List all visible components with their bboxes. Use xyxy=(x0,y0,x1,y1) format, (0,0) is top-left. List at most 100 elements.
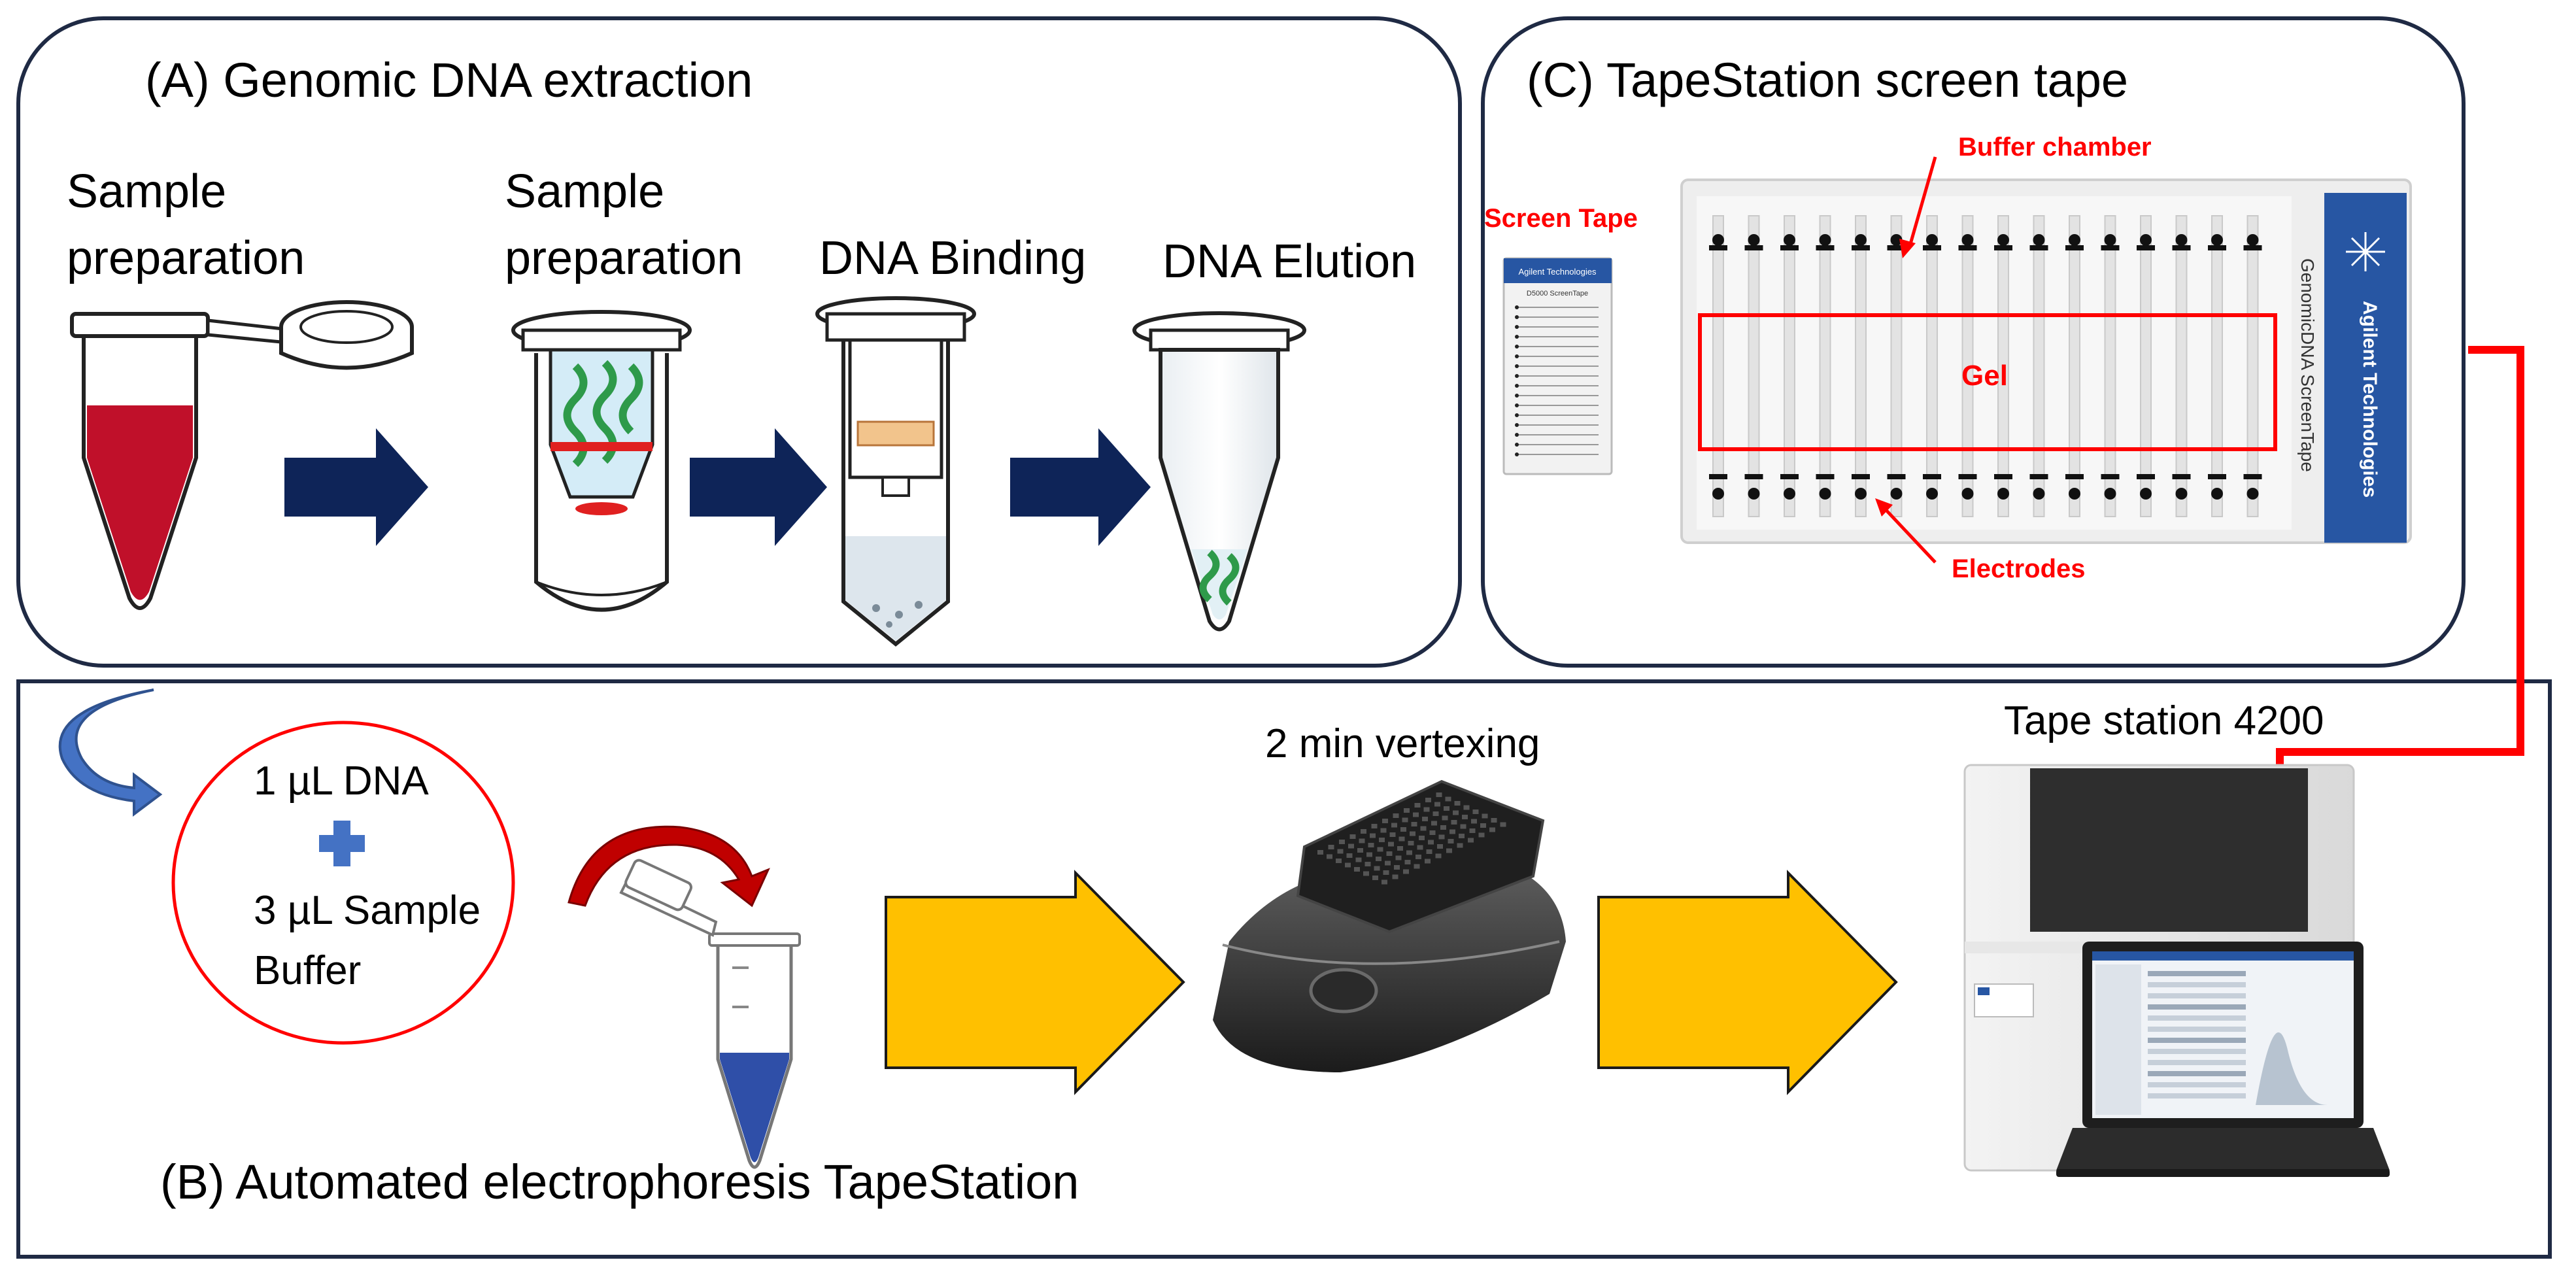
rack-hole xyxy=(1349,834,1356,839)
big-tape-lanes xyxy=(1709,215,2262,517)
buffer-well-icon xyxy=(2140,234,2152,246)
rack-hole xyxy=(1317,850,1323,855)
buffer-chamber-bar xyxy=(2172,245,2191,250)
instrument-label: Tape station 4200 xyxy=(2004,698,2324,743)
electrode-bar xyxy=(2137,474,2155,479)
panel-b-title: (B) Automated electrophoresis TapeStatio… xyxy=(160,1155,1079,1209)
screen-row xyxy=(2148,982,2246,987)
rack-hole xyxy=(1413,812,1419,817)
electrode-bar xyxy=(1780,474,1799,479)
small-well-icon xyxy=(1515,413,1519,417)
electrode-bar xyxy=(2172,474,2191,479)
rack-hole xyxy=(1463,805,1470,810)
electrode-icon xyxy=(2246,488,2259,500)
electrode-bar xyxy=(2101,474,2120,479)
rack-hole xyxy=(1448,839,1454,843)
rack-hole xyxy=(1337,849,1344,854)
rack-hole xyxy=(1348,843,1354,849)
small-well-icon xyxy=(1515,443,1519,447)
rack-hole xyxy=(1355,857,1362,862)
small-well-icon xyxy=(1515,374,1519,378)
lane xyxy=(2140,215,2152,517)
screen-row xyxy=(2148,1015,2246,1021)
gel-label: Gel xyxy=(1961,360,2008,392)
lane xyxy=(2211,215,2223,517)
buffer-well-icon xyxy=(1819,234,1831,246)
rack-hole xyxy=(1411,822,1417,826)
small-well-icon xyxy=(1515,345,1519,349)
rack-hole xyxy=(1346,853,1353,858)
lane xyxy=(1855,215,1867,517)
electrode-bar xyxy=(2029,474,2048,479)
laptop-icon xyxy=(2056,942,2390,1177)
rack-hole xyxy=(1457,843,1463,848)
gel-region-box xyxy=(1698,313,2277,451)
rack-hole xyxy=(1419,836,1425,840)
tape-name-label: GenomicDNA ScreenTape xyxy=(2297,258,2318,472)
electrode-bar xyxy=(1887,474,1906,479)
panel-a-title: (A) Genomic DNA extraction xyxy=(145,53,753,107)
rack-hole xyxy=(1404,808,1410,813)
arrow-a2-icon xyxy=(690,428,827,546)
buffer-chamber-bar xyxy=(1923,245,1941,250)
buffer-well-icon xyxy=(2104,234,2116,246)
rack-hole xyxy=(1428,840,1434,845)
rack-hole xyxy=(1382,819,1388,823)
screen-row xyxy=(2148,1038,2246,1043)
lane xyxy=(2033,215,2045,517)
electrode-icon xyxy=(1819,488,1831,500)
buffer-chamber-bar xyxy=(1709,245,1727,250)
rack-hole xyxy=(1402,817,1408,823)
step3-label: DNA Binding xyxy=(819,232,1087,284)
electrode-bar xyxy=(1709,474,1727,479)
mix-buffer-label-line1: 3 µL Sample xyxy=(254,888,481,933)
buffer-well-icon xyxy=(2175,234,2188,246)
arrow-a3-icon xyxy=(1010,428,1151,546)
rack-hole xyxy=(1361,829,1366,834)
buffer-chamber-bar xyxy=(1958,245,1977,250)
rack-hole xyxy=(1471,819,1477,824)
screen-row xyxy=(2148,1060,2246,1065)
small-well-icon xyxy=(1515,315,1519,319)
rack-hole xyxy=(1368,843,1374,847)
electrode-bar xyxy=(2065,474,2084,479)
rack-hole xyxy=(1417,845,1423,850)
lane xyxy=(1890,215,1903,517)
rack-hole xyxy=(1454,801,1461,806)
rack-hole xyxy=(1381,879,1387,885)
rack-hole xyxy=(1426,849,1432,854)
step1-label-line1: Sample xyxy=(67,165,227,218)
rack-hole xyxy=(1398,836,1405,842)
buffer-chamber-label: Buffer chamber xyxy=(1958,133,2152,162)
rack-hole xyxy=(1392,874,1398,879)
electrode-bar xyxy=(1923,474,1941,479)
rack-hole xyxy=(1432,811,1439,816)
large-screen-tape-icon: Agilent Technologies GenomicDNA ScreenTa… xyxy=(1680,179,2412,544)
rack-hole xyxy=(1377,847,1383,852)
electrode-icon xyxy=(2069,488,2080,500)
buffer-chamber-bar xyxy=(1816,245,1835,250)
rack-hole xyxy=(1363,871,1369,876)
electrode-icon xyxy=(1890,488,1903,500)
rack-hole xyxy=(1328,845,1334,849)
rack-hole xyxy=(1414,803,1421,808)
rack-hole xyxy=(1415,855,1421,859)
rack-hole xyxy=(1389,832,1396,837)
electrode-icon xyxy=(2033,488,2045,500)
rack-hole xyxy=(1370,833,1376,838)
lane xyxy=(1819,215,1831,517)
rack-hole xyxy=(1357,848,1363,853)
electrode-icon xyxy=(1961,488,1974,500)
electrode-bar xyxy=(1994,474,2012,479)
buffer-chamber-bar xyxy=(2137,245,2155,250)
yellow-arrow-2-icon xyxy=(1597,870,1898,1095)
rack-hole xyxy=(1380,828,1387,833)
rack-hole xyxy=(1436,792,1442,797)
agilent-spark-logo-icon xyxy=(2346,232,2385,271)
small-tape-lanes xyxy=(1515,305,1599,456)
step2-label-line1: Sample xyxy=(505,165,665,218)
blue-sample-tube-icon xyxy=(619,859,801,1169)
buffer-well-icon xyxy=(1926,234,1938,246)
curved-blue-arrow-icon xyxy=(58,689,163,817)
plus-icon xyxy=(319,821,365,866)
